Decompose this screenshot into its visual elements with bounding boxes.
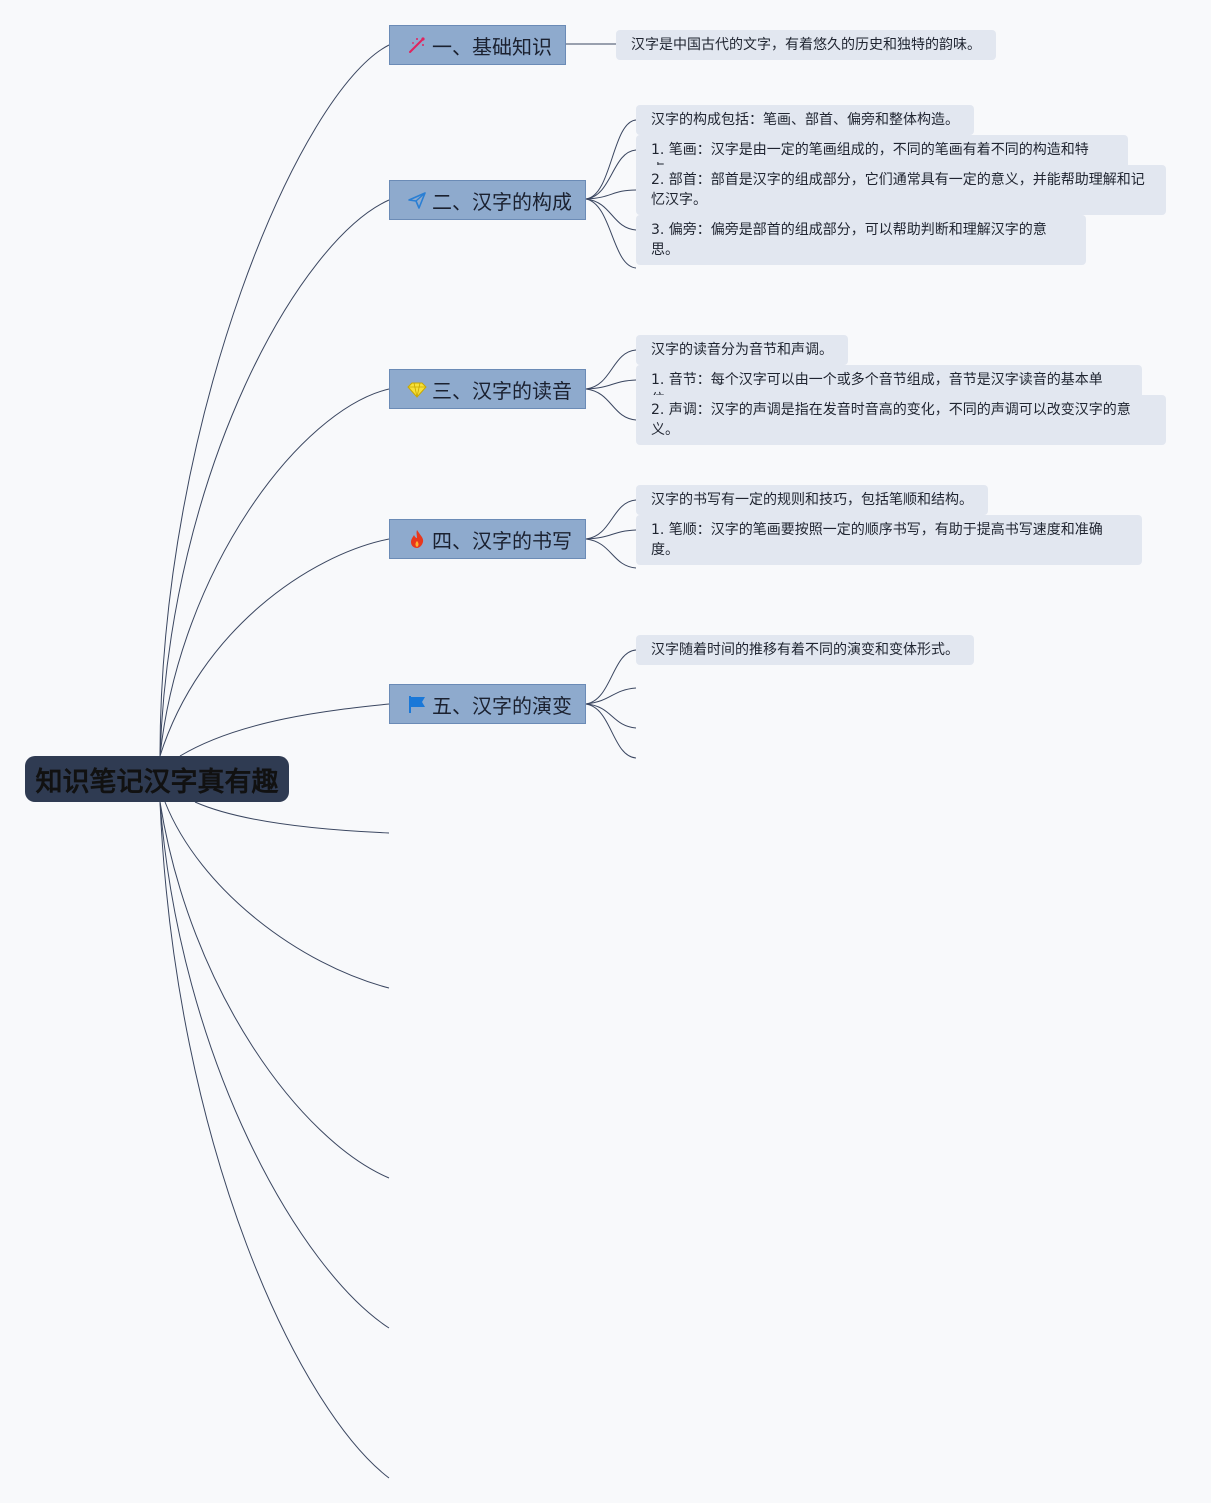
link-root-branch-3: [159, 388, 390, 757]
branch-writing[interactable]: 四、汉字的书写: [389, 519, 586, 559]
branch-structure[interactable]: 二、汉字的构成: [389, 180, 586, 220]
link-b4-leaf-1: [585, 499, 637, 540]
flag-icon: [406, 693, 428, 715]
link-b2-leaf-3: [585, 189, 637, 200]
link-b4-empty: [585, 538, 637, 569]
root-title: 知识笔记汉字真有趣: [35, 766, 279, 798]
link-root-branch-2: [159, 199, 390, 757]
leaf-item[interactable]: 2. 部首：部首是汉字的组成部分，它们通常具有一定的意义，并能帮助理解和记忆汉字…: [636, 165, 1166, 215]
flame-icon: [406, 528, 428, 550]
branch-basic-knowledge[interactable]: 一、基础知识: [389, 25, 566, 65]
leaf-item[interactable]: 汉字随着时间的推移有着不同的演变和变体形式。: [636, 635, 974, 665]
link-b4-leaf-2: [585, 529, 637, 540]
link-root-branch-5: [179, 703, 390, 757]
link-root-empty-2: [164, 801, 390, 989]
link-b5-empty-2: [585, 703, 637, 729]
link-root-empty-3: [159, 801, 390, 1179]
link-root-empty-1: [194, 801, 390, 834]
leaf-item[interactable]: 3. 偏旁：偏旁是部首的组成部分，可以帮助判断和理解汉字的意思。: [636, 215, 1086, 265]
branch-evolution[interactable]: 五、汉字的演变: [389, 684, 586, 724]
branch-label: 五、汉字的演变: [432, 693, 572, 718]
branch-pronunciation[interactable]: 三、汉字的读音: [389, 369, 586, 409]
leaf-item[interactable]: 汉字的书写有一定的规则和技巧，包括笔顺和结构。: [636, 485, 988, 515]
leaf-item[interactable]: 汉字是中国古代的文字，有着悠久的历史和独特的韵味。: [616, 30, 996, 60]
branch-label: 一、基础知识: [432, 34, 552, 59]
link-root-empty-5: [159, 801, 390, 1479]
branch-label: 三、汉字的读音: [432, 378, 572, 403]
link-b5-empty-1: [585, 687, 637, 705]
branch-label: 二、汉字的构成: [432, 189, 572, 214]
leaf-item[interactable]: 汉字的读音分为音节和声调。: [636, 335, 848, 365]
link-b5-empty-3: [585, 703, 637, 759]
link-b2-leaf-4: [585, 198, 637, 231]
paper-plane-icon: [406, 189, 428, 211]
link-b2-leaf-2: [585, 149, 637, 200]
leaf-item[interactable]: 1. 笔顺：汉字的笔画要按照一定的顺序书写，有助于提高书写速度和准确度。: [636, 515, 1142, 565]
leaf-item[interactable]: 2. 声调：汉字的声调是指在发音时音高的变化，不同的声调可以改变汉字的意义。: [636, 395, 1166, 445]
link-b5-leaf-1: [585, 649, 637, 705]
link-b3-leaf-2: [585, 379, 637, 390]
diamond-icon: [406, 378, 428, 400]
link-b3-leaf-3: [585, 388, 637, 421]
link-root-empty-4: [159, 801, 390, 1329]
leaf-item[interactable]: 汉字的构成包括：笔画、部首、偏旁和整体构造。: [636, 105, 974, 135]
link-root-branch-1: [159, 44, 390, 757]
root-topic[interactable]: 知识笔记汉字真有趣: [25, 756, 289, 802]
link-b2-leaf-1: [585, 119, 637, 200]
link-b2-empty: [585, 198, 637, 269]
magic-wand-icon: [406, 34, 428, 56]
link-b3-leaf-1: [585, 349, 637, 390]
link-root-branch-4: [159, 538, 390, 757]
branch-label: 四、汉字的书写: [432, 528, 572, 553]
